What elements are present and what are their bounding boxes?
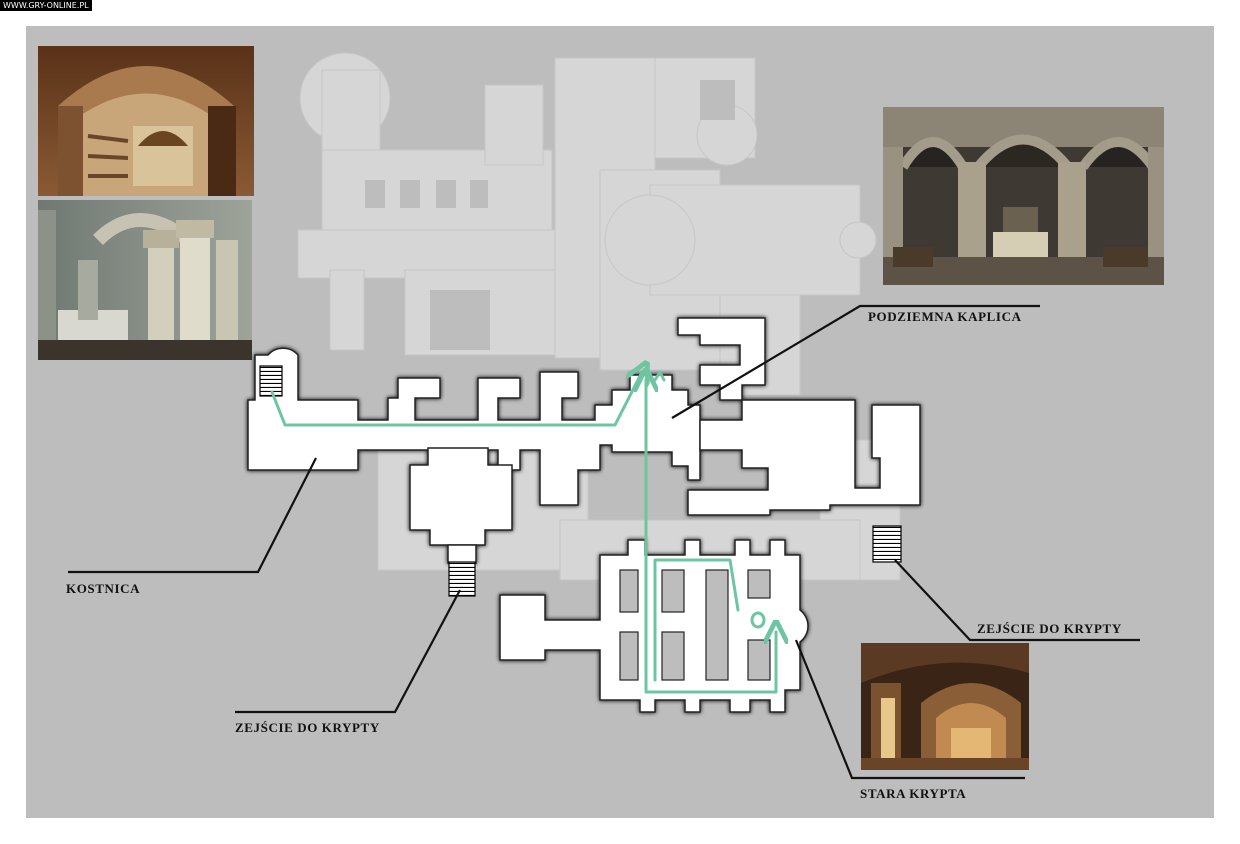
ossuary-photo: [38, 46, 254, 196]
chapel-photo: [883, 107, 1164, 285]
route-path: [270, 372, 776, 694]
columns-photo: [38, 200, 252, 360]
label-descent-left: ZEJŚCIE DO KRYPTY: [235, 720, 380, 735]
label-descent-right: ZEJŚCIE DO KRYPTY: [977, 621, 1122, 636]
stairs-right-descent-icon[interactable]: [872, 525, 902, 563]
upper-floor-openings: [365, 80, 735, 350]
leader-lines: [68, 304, 1140, 780]
source-watermark: WWW.GRY-ONLINE.PL: [0, 0, 92, 11]
label-ossuary: KOSTNICA: [66, 581, 141, 596]
old-crypt-pillars: [619, 569, 771, 681]
stairs-ossuary-icon[interactable]: [259, 365, 283, 397]
stairs-left-descent-icon[interactable]: [448, 561, 476, 597]
church-upper-floor: [297, 52, 901, 581]
label-old-crypt: STARA KRYPTA: [860, 786, 967, 801]
label-underground-chapel: PODZIEMNA KAPLICA: [868, 309, 1022, 324]
catacomb-photo: [861, 643, 1029, 770]
